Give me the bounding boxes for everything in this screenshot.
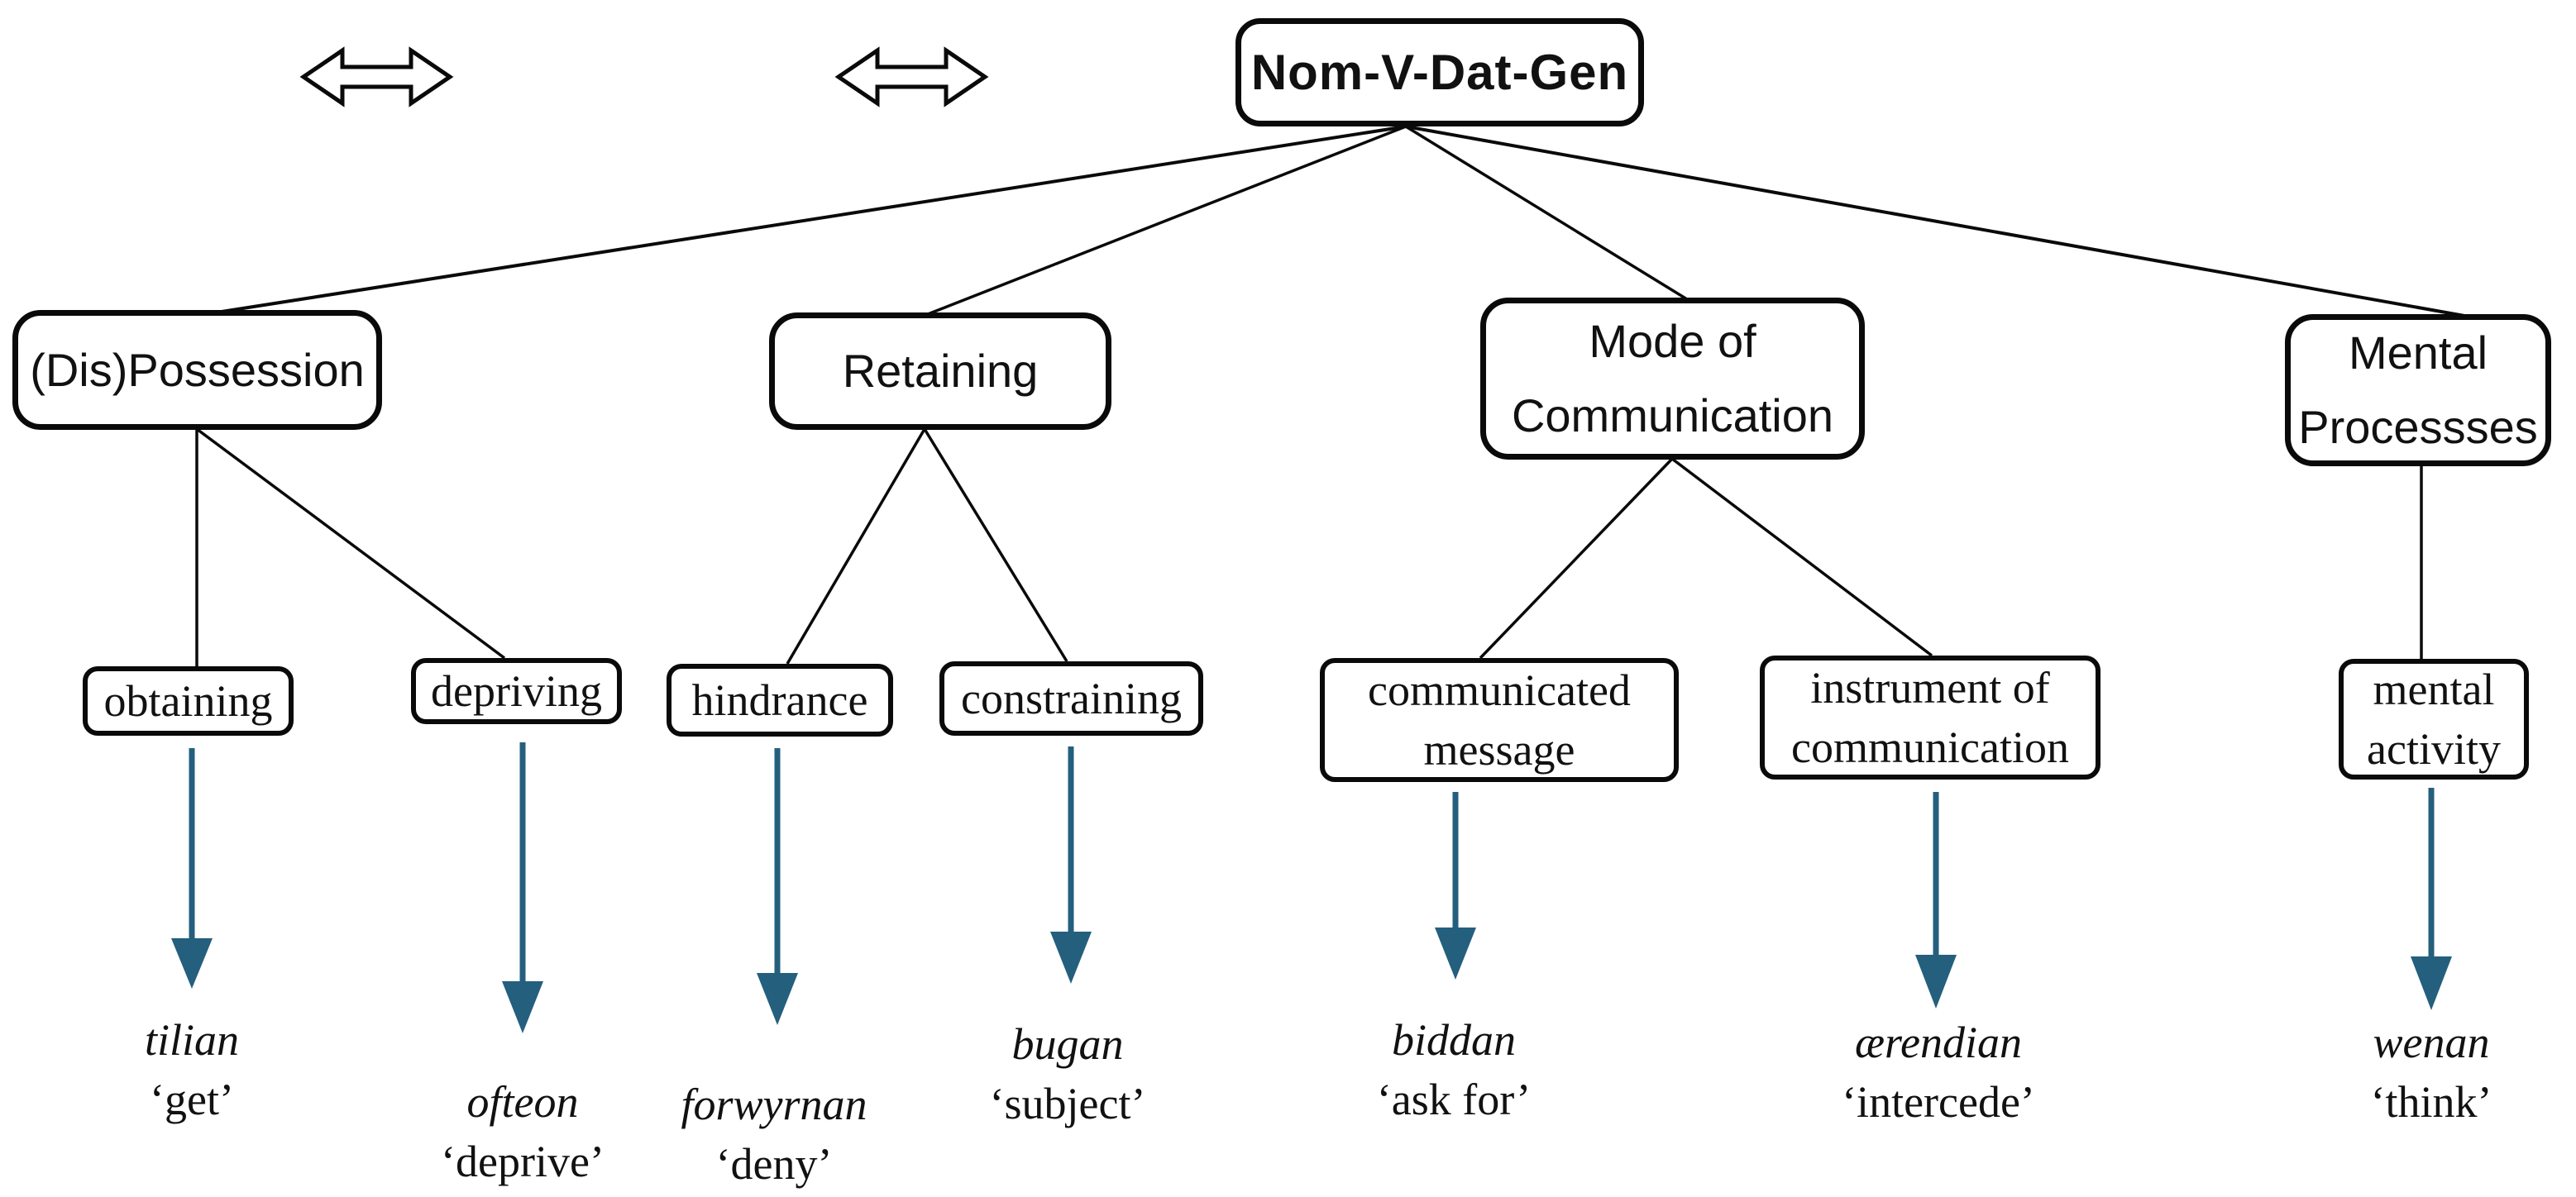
lexeme-ofteon: ofteon ‘deprive’ <box>366 1072 680 1191</box>
lexeme-forwyrnan: forwyrnan ‘deny’ <box>617 1075 931 1194</box>
lexeme-word: ærendian <box>1855 1018 2022 1067</box>
lexeme-word: biddan <box>1391 1015 1516 1065</box>
lexeme-word: wenan <box>2373 1018 2490 1067</box>
lexeme-gloss: ‘deny’ <box>715 1139 833 1189</box>
tree-edge <box>1479 457 1674 660</box>
node-communicated-message: communicated message <box>1320 658 1679 782</box>
node-hindrance: hindrance <box>667 664 893 737</box>
lexeme-gloss: ‘get’ <box>150 1075 234 1124</box>
double-arrow-icon <box>299 46 454 107</box>
lexeme-gloss: ‘think’ <box>2370 1077 2492 1127</box>
realization-arrow <box>1915 792 1957 1009</box>
tree-edge <box>923 428 1068 662</box>
lexeme-aerendian: ærendian ‘intercede’ <box>1781 1013 2096 1132</box>
lexeme-bugan: bugan ‘subject’ <box>910 1014 1225 1133</box>
node-nom-v-dat-gen: Nom-V-Dat-Gen <box>1235 18 1644 126</box>
lexeme-word: tilian <box>144 1015 239 1065</box>
node-obtaining: obtaining <box>83 666 294 736</box>
node-constraining: constraining <box>939 661 1203 736</box>
tree-edge <box>1405 125 2465 317</box>
realization-arrow <box>171 748 213 989</box>
realization-arrow <box>1050 746 1092 984</box>
lexeme-wenan: wenan ‘think’ <box>2274 1013 2576 1132</box>
lexeme-word: bugan <box>1011 1019 1124 1069</box>
lexeme-word: forwyrnan <box>681 1080 867 1129</box>
tree-edge <box>1405 125 1688 301</box>
realization-arrow <box>2411 788 2452 1010</box>
node-mental-activity: mental activity <box>2339 659 2529 780</box>
lexeme-gloss: ‘intercede’ <box>1842 1077 2035 1127</box>
node-dispossession: (Dis)Possession <box>12 310 382 430</box>
tree-edge <box>786 428 926 665</box>
realization-arrow <box>502 742 543 1033</box>
lexeme-gloss: ‘subject’ <box>989 1079 1146 1128</box>
tree-edge <box>195 427 506 660</box>
lexeme-word: ofteon <box>466 1077 579 1127</box>
tree-edge <box>221 125 1407 313</box>
double-arrow-icon <box>834 46 989 107</box>
node-retaining: Retaining <box>769 312 1111 430</box>
lexeme-tilian: tilian ‘get’ <box>35 1010 349 1129</box>
lexeme-biddan: biddan ‘ask for’ <box>1297 1010 1611 1129</box>
node-instrument-of-communication: instrument of communication <box>1760 656 2100 780</box>
lexeme-gloss: ‘deprive’ <box>441 1137 605 1186</box>
realization-arrow <box>1435 792 1476 980</box>
node-depriving: depriving <box>411 658 622 724</box>
tree-edge <box>927 125 1407 316</box>
node-mode-of-communication: Mode of Communication <box>1480 298 1865 460</box>
realization-arrow <box>757 748 798 1025</box>
tree-edge <box>1670 457 1933 657</box>
node-mental-processes: Mental Processses <box>2285 314 2551 466</box>
lexeme-gloss: ‘ask for’ <box>1376 1075 1532 1124</box>
